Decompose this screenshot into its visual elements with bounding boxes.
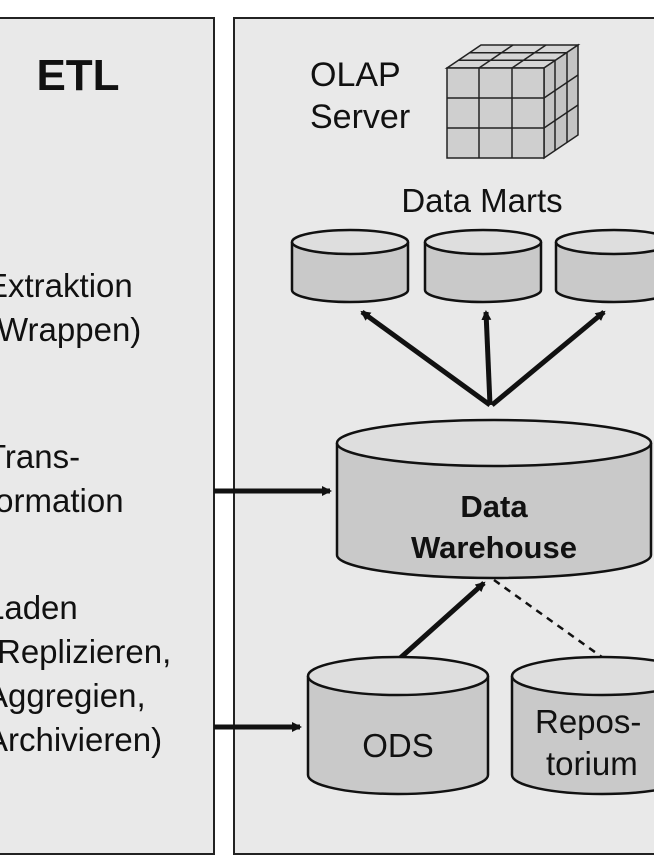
etl-step-transformation-line1: Trans- (0, 438, 80, 475)
repository-label-line2: torium (546, 745, 638, 782)
repository-cylinder (510, 655, 654, 796)
ods-cylinder (306, 655, 490, 796)
etl-step-load-line2: (Replizieren, (0, 633, 171, 670)
ods-label: ODS (362, 727, 434, 764)
arrow-to-data-mart-1 (360, 309, 492, 408)
repository-label-line1: Repos- (535, 703, 641, 740)
olap-label-line2: Server (310, 98, 410, 136)
arrow-to-data-mart-2 (481, 310, 493, 406)
etl-step-extraction-line1: Extraktion (0, 267, 133, 304)
etl-panel (0, 17, 215, 855)
data-mart-2 (423, 228, 543, 304)
cube-icon (444, 43, 581, 160)
etl-step-transformation-line2: formation (0, 482, 124, 519)
data-mart-3 (554, 228, 654, 304)
data-warehouse-cylinder (335, 418, 653, 580)
data-warehouse-label-line2: Warehouse (411, 530, 577, 565)
etl-title: ETL (36, 51, 119, 100)
ods-to-warehouse-arrow (396, 581, 486, 662)
etl-step-load-line3: Aggregien, (0, 677, 146, 714)
arrow-to-data-mart-3 (490, 310, 606, 407)
data-warehouse-label-line1: Data (460, 489, 528, 524)
data-mart-1 (290, 228, 410, 304)
repository-link-dashed (493, 578, 607, 662)
etl-step-load-line4: Archivieren) (0, 721, 162, 758)
data-marts-label: Data Marts (401, 182, 562, 219)
etl-step-load-line1: Laden (0, 589, 78, 626)
etl-step-extraction-line2: (Wrappen) (0, 311, 141, 348)
olap-label-line1: OLAP (310, 56, 401, 94)
